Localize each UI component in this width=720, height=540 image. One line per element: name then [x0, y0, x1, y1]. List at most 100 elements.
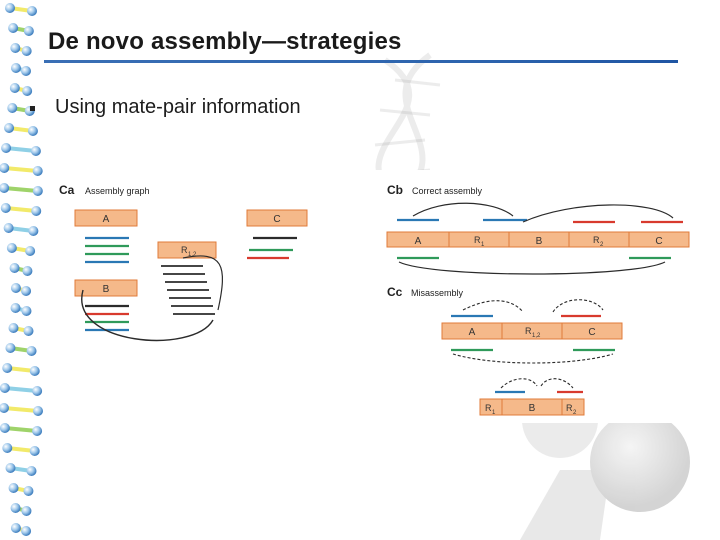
- helix-rung: [3, 206, 39, 213]
- cc-label-c: C: [588, 327, 595, 338]
- cc-b-label-r2-subscript: 2: [573, 410, 577, 416]
- helix-bead: [21, 66, 32, 76]
- cc-b-repeat-r2: [561, 398, 585, 416]
- figure-canvas: Ca Assembly graph A C R 1,: [59, 183, 690, 416]
- cb-label-c: C: [655, 236, 662, 247]
- reads-black-stack: [161, 265, 215, 315]
- helix-bead: [3, 223, 14, 233]
- helix-bead: [0, 183, 10, 193]
- cb-label-r2: R: [593, 235, 600, 245]
- cc-dashed-arc: [552, 299, 604, 313]
- cc-contig-bar: A R 1,2 C: [441, 322, 623, 340]
- reads-under-a: [85, 236, 129, 264]
- helix-bead: [23, 486, 34, 496]
- helix-rung: [2, 426, 40, 433]
- mate-pair-arc: [81, 289, 214, 342]
- helix-bead: [22, 86, 33, 96]
- cb-top-reads: [397, 218, 683, 224]
- helix-bead: [6, 243, 17, 253]
- cb-contig-c: [628, 231, 690, 248]
- helix-bead: [29, 446, 40, 456]
- cc-b-label-r1: R: [485, 403, 492, 413]
- cb-label-r2-subscript: 2: [600, 242, 604, 248]
- helix-bead: [1, 143, 12, 153]
- helix-bead: [30, 146, 41, 156]
- helix-bead: [10, 283, 21, 293]
- repeat-r12-ca-subscript: 1,2: [188, 252, 197, 258]
- panel-cc-tag: Cc: [387, 285, 403, 299]
- mate-pair-arc: [182, 255, 224, 311]
- helix-bead: [8, 323, 19, 333]
- cc-contig-c: [561, 322, 623, 340]
- helix-bead: [21, 526, 32, 536]
- reads-under-b: [85, 304, 129, 332]
- bullet-point: Using mate-pair information: [30, 96, 301, 119]
- helix-bead: [5, 343, 16, 353]
- helix-bead: [7, 103, 18, 113]
- contig-a-ca-label: A: [103, 214, 110, 225]
- helix-bead: [28, 226, 39, 236]
- helix-bead: [8, 23, 19, 33]
- helix-bead: [26, 346, 37, 356]
- cc-b-label-r2: R: [566, 403, 573, 413]
- cb-arc-blue: [412, 202, 514, 217]
- bullet-text: Using mate-pair information: [55, 96, 301, 118]
- cb-label-r1-subscript: 1: [481, 242, 485, 248]
- panel-cc-caption: Misassembly: [411, 288, 464, 298]
- helix-bead: [10, 523, 21, 533]
- cc-dashed-arc: [462, 300, 524, 313]
- repeat-r12-ca-label: R: [181, 245, 188, 255]
- helix-bead: [2, 363, 13, 373]
- helix-bead: [10, 43, 21, 53]
- mate-pair-figure: Ca Assembly graph A C R 1,: [53, 170, 694, 423]
- bullet-marker: [30, 106, 35, 111]
- helix-bead: [5, 3, 15, 13]
- helix-bead: [9, 83, 20, 93]
- helix-bead: [0, 383, 10, 393]
- panel-cb-tag: Cb: [387, 183, 403, 197]
- contig-b-ca: [74, 279, 138, 297]
- helix-bead: [27, 6, 37, 16]
- contig-c-ca-label: C: [273, 214, 280, 225]
- helix-rung: [2, 186, 40, 193]
- cb-label-b: B: [536, 236, 543, 247]
- helix-bead: [10, 303, 21, 313]
- helix-bead: [5, 463, 16, 473]
- cc-b-dashed-arc: [500, 378, 538, 389]
- helix-bead: [27, 126, 38, 136]
- panel-ca-tag: Ca: [59, 183, 75, 197]
- helix-bead: [21, 46, 32, 56]
- helix-bead: [0, 403, 9, 413]
- helix-rung: [2, 406, 40, 413]
- helix-bead: [0, 163, 10, 173]
- helix-bead: [32, 426, 43, 436]
- helix-bead: [0, 423, 10, 433]
- helix-rung: [2, 166, 40, 173]
- contig-c-ca: [246, 209, 308, 227]
- helix-bead: [23, 26, 34, 36]
- cc-b-contig-bar: R 1 B R 2: [479, 398, 585, 416]
- helix-bead: [22, 266, 33, 276]
- cb-label-a: A: [415, 236, 422, 247]
- helix-bead: [21, 286, 32, 296]
- contig-a-ca: [74, 209, 138, 227]
- cb-arc-red: [522, 204, 674, 223]
- cc-label-r12-subscript: 1,2: [532, 333, 541, 339]
- helix-bead: [9, 263, 20, 273]
- helix-bead: [23, 326, 34, 336]
- cb-label-r1: R: [474, 235, 481, 245]
- helix-bead: [32, 166, 43, 176]
- cc-b-label-b: B: [529, 403, 536, 414]
- helix-bead: [32, 186, 43, 196]
- helix-bead: [8, 483, 19, 493]
- helix-bead: [21, 506, 32, 516]
- cb-arc-green: [398, 261, 666, 275]
- panel-cb-caption: Correct assembly: [412, 186, 483, 196]
- helix-bead: [32, 386, 43, 396]
- title-underline: [44, 60, 678, 63]
- helix-rung: [2, 386, 40, 393]
- helix-bead: [26, 466, 37, 476]
- contig-b-ca-label: B: [103, 284, 110, 295]
- reads-under-c: [247, 236, 297, 260]
